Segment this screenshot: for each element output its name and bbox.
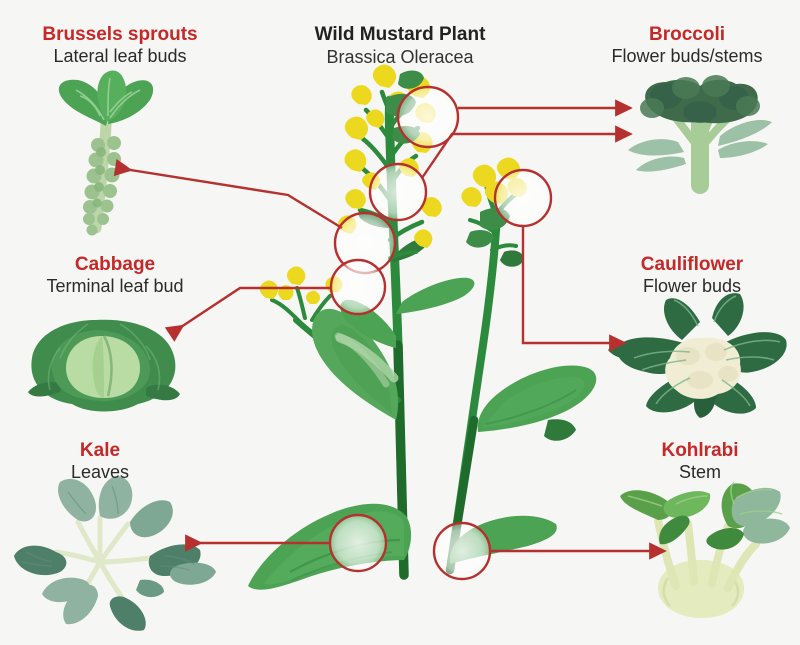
label-kohlrabi-title: Kohlrabi [661,440,739,461]
label-cabbage-subtitle: Terminal leaf bud [46,276,184,297]
plant-leaf-mid-right [477,365,597,432]
label-brussels-sprouts-subtitle: Lateral leaf buds [53,46,187,67]
cauliflower-illustration [608,293,787,418]
label-broccoli: Broccoli Flower buds/stems [582,24,792,68]
plant-secondary-stem [445,211,501,575]
brussels-sprouts-illustration [58,70,154,236]
label-broccoli-title: Broccoli [648,24,726,45]
page-title: Wild Mustard Plant Brassica Oleracea [290,24,510,68]
label-cauliflower-subtitle: Flower buds [642,276,742,297]
label-brussels-sprouts-title: Brussels sprouts [42,24,198,45]
label-kohlrabi-subtitle: Stem [678,462,721,483]
label-kale: Kale Leaves [20,440,180,484]
kale-illustration [14,476,216,631]
label-brussels-sprouts: Brussels sprouts Lateral leaf buds [10,24,230,68]
connector-brussels-sprouts [113,159,343,230]
label-cabbage: Cabbage Terminal leaf bud [5,254,225,298]
label-broccoli-subtitle: Flower buds/stems [611,46,763,67]
label-cauliflower: Cauliflower Flower buds [592,254,792,298]
kohlrabi-illustration [620,481,790,618]
plant-common-name: Wild Mustard Plant [314,24,486,45]
connector-broccoli-stems [421,125,633,179]
plant-leaf-bottom-right [449,515,557,564]
label-cauliflower-title: Cauliflower [640,254,744,275]
plant-inflorescence-right [461,157,527,267]
label-kale-subtitle: Leaves [70,462,130,483]
wild-mustard-plant-illustration [248,64,597,590]
broccoli-illustration [628,75,772,194]
cabbage-illustration [28,319,180,412]
plant-leaf-bottom [248,503,412,590]
plant-scientific-name: Brassica Oleracea [326,46,474,67]
label-kale-title: Kale [79,440,121,461]
label-cabbage-title: Cabbage [74,254,156,275]
label-kohlrabi: Kohlrabi Stem [610,440,790,484]
